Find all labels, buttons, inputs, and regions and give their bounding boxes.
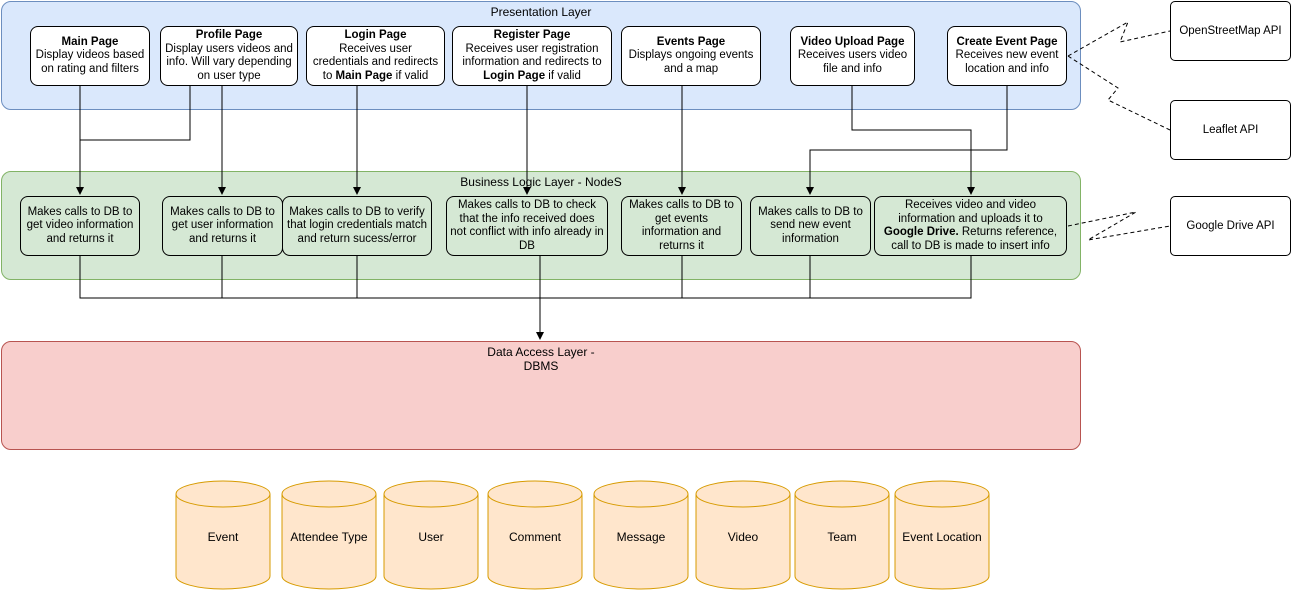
db-cylinder	[695, 480, 791, 590]
leaflet-link	[1067, 55, 1171, 131]
profile-page-title: Profile Page	[195, 29, 263, 41]
register-page-desc: Receives user registration information a…	[462, 42, 602, 82]
create-event-page-title: Create Event Page	[956, 35, 1058, 48]
arrow-video-upload	[851, 86, 975, 195]
logic-login-text: Makes calls to DB to verify that login c…	[287, 205, 427, 245]
main-page-desc: Display videos based on rating and filte…	[35, 49, 145, 75]
login-page-desc: Receives user credentials and redirects …	[312, 42, 439, 82]
db-cylinder-rim	[794, 493, 890, 508]
profile-page-box: Profile Page Display users videos and in…	[160, 26, 298, 86]
line-profile-to-main	[80, 86, 191, 141]
logic-main-box: Makes calls to DB to get video informati…	[20, 196, 140, 256]
db-table-label: Video	[727, 530, 759, 544]
db-cylinder	[175, 480, 271, 590]
video-upload-page-box: Video Upload Page Receives users video f…	[790, 26, 915, 86]
db-cylinder-rim	[175, 493, 271, 508]
arrow-create-event	[806, 86, 1008, 195]
create-event-page-desc: Receives new event location and info	[955, 49, 1059, 75]
data-access-layer-title: Data Access Layer - DBMS	[487, 345, 595, 373]
logic-profile-box: Makes calls to DB to get user informatio…	[162, 196, 283, 256]
logic-events-text: Makes calls to DB to get events informat…	[629, 199, 734, 252]
logic-register-text: Makes calls to DB to check that the info…	[450, 199, 604, 252]
line-bus	[79, 256, 972, 299]
video-upload-page-desc: Receives users video file and info	[797, 49, 908, 75]
leaflet-api-box: Leaflet API	[1170, 100, 1291, 160]
login-page-box: Login Page Receives user credentials and…	[306, 26, 445, 86]
db-table-label: Attendee Type	[290, 530, 368, 544]
events-page-title: Events Page	[656, 35, 726, 48]
main-page-title: Main Page	[61, 35, 119, 48]
db-cylinder-rim	[487, 493, 583, 508]
presentation-layer-title: Presentation Layer	[490, 5, 592, 19]
logic-profile-text: Makes calls to DB to get user informatio…	[170, 205, 275, 245]
db-cylinder	[593, 480, 689, 590]
logic-create-event-box: Makes calls to DB to send new event info…	[750, 196, 871, 256]
db-cylinder	[794, 480, 890, 590]
db-table-label: Comment	[508, 530, 561, 544]
db-table-label: User	[418, 530, 444, 544]
video-upload-page-title: Video Upload Page	[800, 35, 905, 48]
logic-main-text: Makes calls to DB to get video informati…	[26, 205, 134, 245]
create-event-page-box: Create Event Page Receives new event loc…	[947, 26, 1067, 86]
db-cylinder	[281, 480, 377, 590]
events-page-box: Events Page Displays ongoing events and …	[621, 26, 761, 86]
data-access-layer: Data Access Layer - DBMS	[1, 341, 1081, 450]
register-page-box: Register Page Receives user registration…	[452, 26, 612, 86]
events-page-desc: Displays ongoing events and a map	[628, 49, 754, 75]
db-table-label: Team	[827, 530, 857, 544]
db-cylinder-rim	[281, 493, 377, 508]
business-logic-layer-title: Business Logic Layer - NodeS	[460, 175, 622, 189]
osm-link	[1067, 20, 1171, 57]
db-cylinder-rim	[593, 493, 689, 508]
logic-upload-text: Receives video and video information and…	[883, 199, 1058, 252]
logic-create-event-text: Makes calls to DB to send new event info…	[758, 205, 863, 245]
db-table-label: Event Location	[902, 530, 982, 544]
main-page-box: Main Page Display videos based on rating…	[30, 26, 150, 86]
db-cylinder	[894, 480, 990, 590]
db-table-label: Event	[207, 530, 239, 544]
register-page-title: Register Page	[493, 29, 571, 41]
logic-login-box: Makes calls to DB to verify that login c…	[282, 196, 432, 256]
logic-upload-box: Receives video and video information and…	[874, 196, 1067, 256]
db-cylinder	[487, 480, 583, 590]
login-page-title: Login Page	[344, 29, 407, 41]
db-cylinder-rim	[383, 493, 479, 508]
db-cylinder	[383, 480, 479, 590]
logic-register-box: Makes calls to DB to check that the info…	[446, 196, 608, 256]
db-cylinder-rim	[695, 493, 791, 508]
db-table-label: Message	[616, 530, 666, 544]
logic-events-box: Makes calls to DB to get events informat…	[621, 196, 742, 256]
db-cylinder-rim	[894, 493, 990, 508]
profile-page-desc: Display users videos and info. Will vary…	[165, 42, 293, 82]
